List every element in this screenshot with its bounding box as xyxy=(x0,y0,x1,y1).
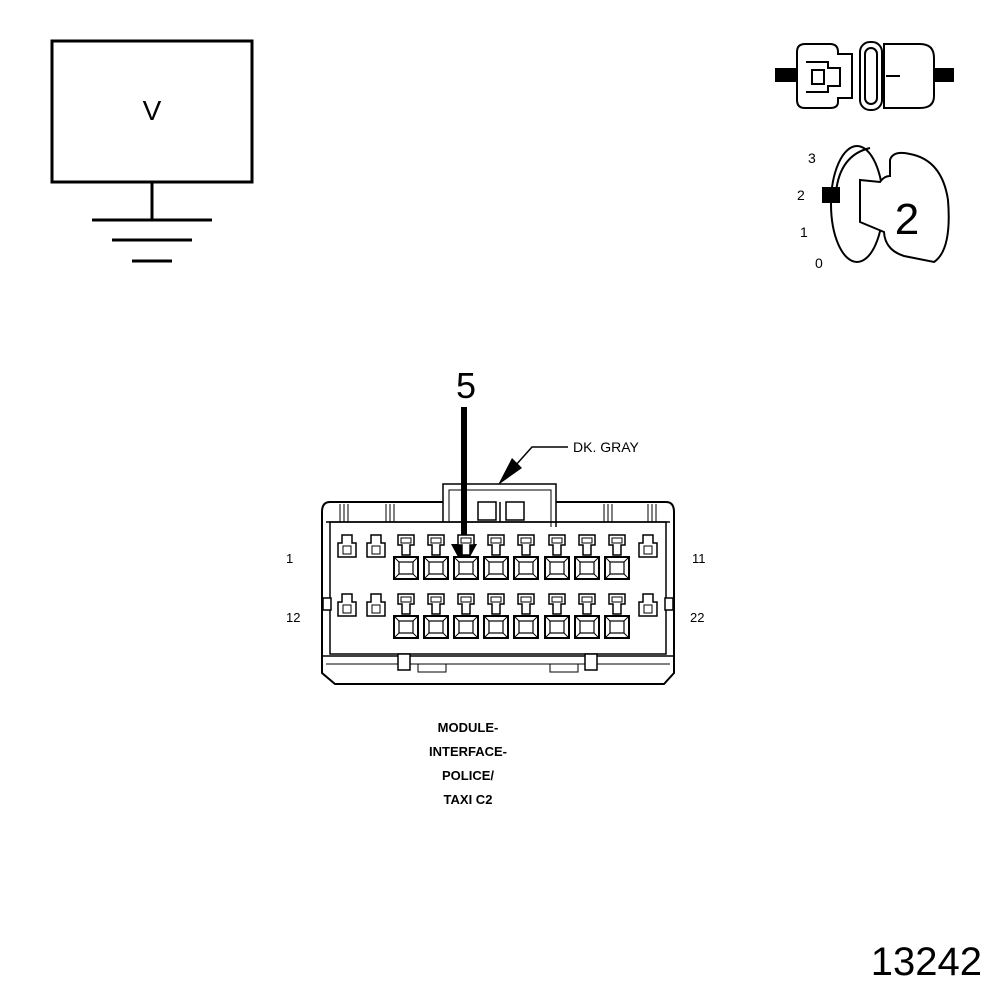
cavity-row2-3 xyxy=(453,593,479,639)
cavity-row2-4 xyxy=(483,593,509,639)
cavity-row1-4 xyxy=(483,534,509,580)
cavity-row1-3 xyxy=(453,534,479,580)
cavity-row1-7 xyxy=(574,534,600,580)
ignition-key-icon: 3 2 1 0 2 xyxy=(797,145,950,271)
cavity-row2-8 xyxy=(604,593,630,639)
key-position-0: 0 xyxy=(815,255,823,271)
key-position-2: 2 xyxy=(797,187,805,203)
cavity-row1-5 xyxy=(513,534,539,580)
connector-body xyxy=(321,483,675,685)
connector-name-line-1: MODULE- xyxy=(437,720,499,735)
pin-label-12: 12 xyxy=(286,610,300,625)
cavity-row1-2 xyxy=(423,534,449,580)
connector-name-line-3: POLICE/ xyxy=(441,768,494,783)
pin-callout: 5 xyxy=(456,365,476,406)
connector-name: MODULE- INTERFACE- POLICE/ TAXI C2 xyxy=(398,716,538,812)
pin-numbers: 1 11 12 22 xyxy=(286,551,706,625)
cavity-row2-7 xyxy=(574,593,600,639)
latch-0-a xyxy=(337,534,357,558)
ground-icon xyxy=(92,218,212,263)
wire-color-label: DK. GRAY xyxy=(573,439,640,455)
key-position-1: 1 xyxy=(800,224,808,240)
pin-label-11: 11 xyxy=(692,551,706,566)
cavity-row1-8 xyxy=(604,534,630,580)
wire-color-callout: DK. GRAY xyxy=(498,439,640,485)
cavity-row2-2 xyxy=(423,593,449,639)
latch-0-b xyxy=(366,534,386,558)
voltmeter-symbol: V xyxy=(50,39,254,263)
cavity-row2-6 xyxy=(544,593,570,639)
cavity-row1-6 xyxy=(544,534,570,580)
connector-cavities xyxy=(337,534,658,639)
key-position-3: 3 xyxy=(808,150,816,166)
cavity-row2-5 xyxy=(513,593,539,639)
key-position-value: 2 xyxy=(895,195,919,244)
latch-1-c xyxy=(638,593,658,617)
connector-name-line-2: INTERFACE- xyxy=(429,744,507,759)
latch-0-c xyxy=(638,534,658,558)
figure-number: 13242 xyxy=(870,940,982,984)
pin-label-22: 22 xyxy=(690,610,704,625)
pin-label-1: 1 xyxy=(286,551,293,566)
latch-1-b xyxy=(366,593,386,617)
connector-name-line-4: TAXI C2 xyxy=(443,792,493,807)
voltmeter-label: V xyxy=(143,95,162,126)
cavity-row1-1 xyxy=(393,534,419,580)
cavity-row2-1 xyxy=(393,593,419,639)
latch-1-a xyxy=(337,593,357,617)
disconnected-connector-icon xyxy=(775,41,954,111)
